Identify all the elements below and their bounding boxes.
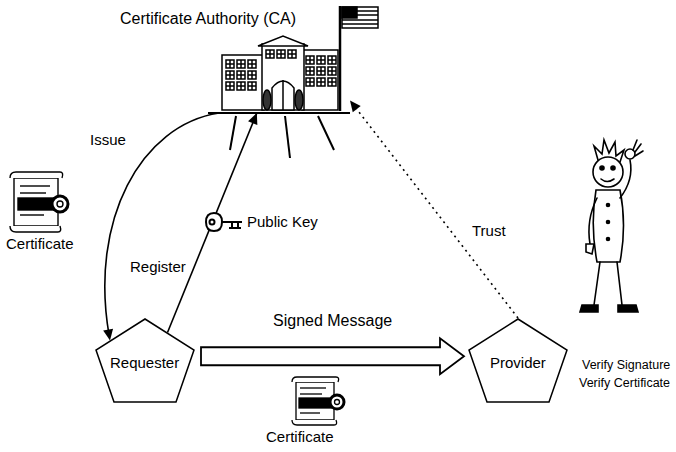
node-label: Requester [110,354,179,371]
connector-arrow [168,113,258,332]
node-label: Provider [490,354,546,371]
connector-arrow [350,100,518,318]
edge-label: Trust [470,222,508,239]
certificate-label: Certificate [266,428,334,445]
action-note: Verify Signature [582,358,670,372]
certificate-icon [10,172,68,232]
certificate-label: Certificate [6,235,74,252]
edge-label: Register [128,258,188,275]
certificate-icon [292,377,344,425]
key-icon [206,213,242,231]
key-label: Public Key [247,213,318,230]
pentagon-node: Requester [95,318,195,403]
action-note: Verify Certificate [579,376,670,390]
authority-heading: Certificate Authority (CA) [120,10,296,28]
edge-label: Issue [88,131,128,148]
connector-arrow [201,338,464,374]
building-ground [208,113,350,158]
pentagon-node: Provider [468,318,568,403]
person-figure [580,140,643,312]
authority-building: Certificate Authority (CA) [215,8,350,113]
edge-label: Signed Message [271,312,394,330]
